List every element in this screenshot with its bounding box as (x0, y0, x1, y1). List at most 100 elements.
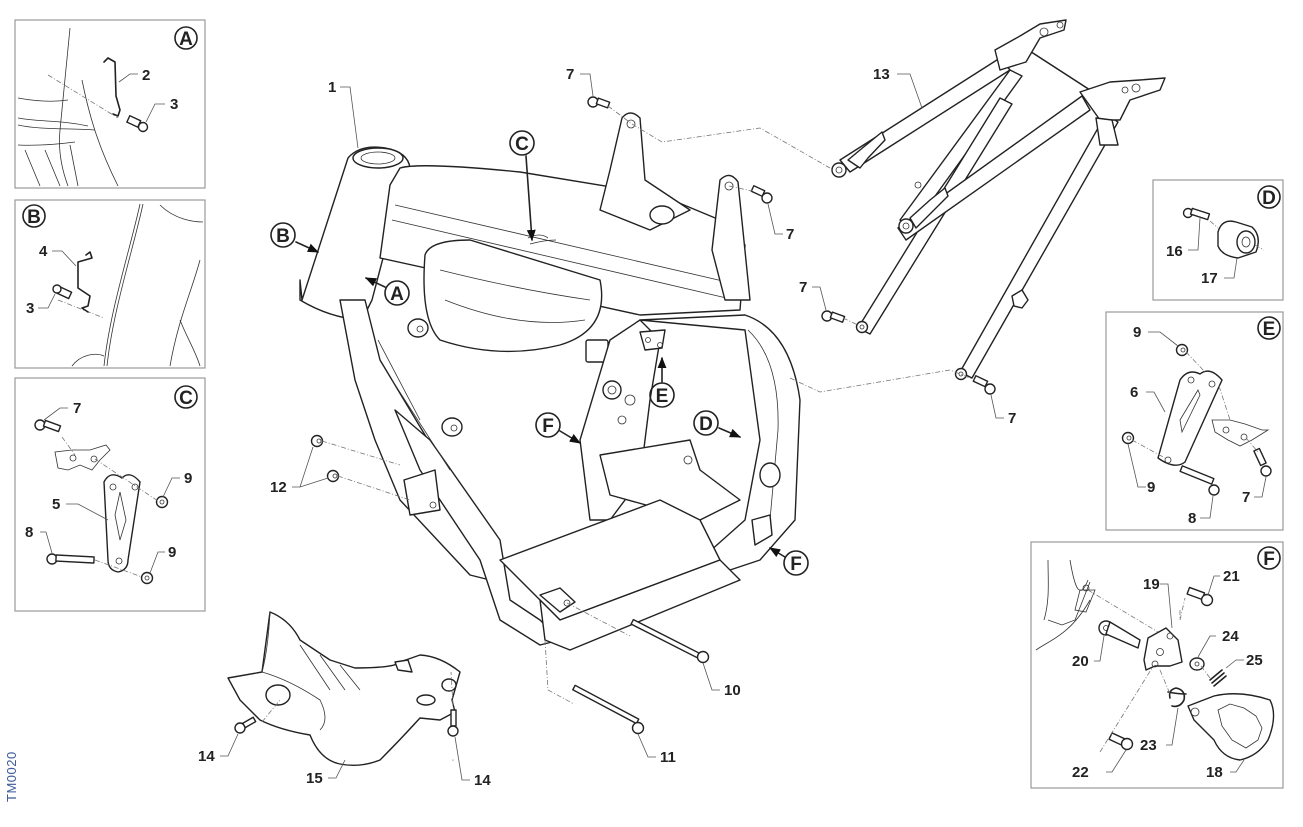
panel-letter: B (27, 207, 41, 228)
part-label-7: 7 (73, 400, 81, 417)
panel-letter: D (1262, 188, 1276, 209)
bolt-7 (34, 419, 62, 433)
part-label-12: 12 (270, 479, 287, 496)
bolt-8 (46, 553, 95, 565)
detail-panel-d: D 16 17 (1152, 179, 1284, 301)
bolt-11 (572, 684, 645, 735)
part-label-24: 24 (1222, 628, 1239, 645)
part-label-7: 7 (1008, 410, 1016, 427)
part-label-10: 10 (724, 682, 741, 699)
assembly-lines (261, 105, 976, 723)
washer-24 (1189, 657, 1205, 671)
part-label-8: 8 (25, 524, 33, 541)
bolt-7 (1253, 447, 1272, 477)
nut-9 (140, 571, 154, 585)
bolt-7-left (821, 310, 846, 323)
footpeg-bracket-19 (1143, 627, 1183, 671)
part-label-7: 7 (566, 66, 574, 83)
detail-panel-f: F 21 19 20 24 25 23 22 18 (1030, 541, 1284, 789)
part-label-20: 20 (1072, 653, 1089, 670)
part-label-14: 14 (474, 772, 491, 789)
part-label-18: 18 (1206, 764, 1223, 781)
part-label-2: 2 (142, 67, 150, 84)
bolt-21 (1186, 586, 1214, 607)
panel-letter: F (1263, 549, 1275, 570)
pin-20 (1098, 620, 1141, 649)
detail-panel-a: A 2 3 (14, 19, 206, 189)
bolt-10 (630, 618, 710, 664)
part-label-9: 9 (184, 470, 192, 487)
callout-f-right: F (769, 547, 809, 576)
panel-letter-circle (1257, 546, 1281, 570)
engine-boss (441, 417, 463, 437)
detail-panel-b: B 4 3 (14, 199, 206, 369)
part-label-23: 23 (1140, 737, 1157, 754)
frame-sketch (17, 27, 119, 187)
bolt-7-top (587, 96, 611, 109)
nut-12a (310, 434, 324, 448)
part-label-17: 17 (1201, 270, 1218, 287)
part-label-5: 5 (52, 496, 60, 513)
nut-9 (1121, 431, 1135, 445)
wire-clip-4 (77, 251, 93, 313)
callout-c: C (509, 130, 536, 242)
engine-mount-5 (103, 474, 141, 573)
callout-letter: F (542, 416, 554, 437)
panel-letter-circle (1257, 316, 1281, 340)
part-label-9: 9 (1147, 479, 1155, 496)
part-label-9: 9 (168, 544, 176, 561)
panel-letter: E (1263, 319, 1276, 340)
bolt-16 (1182, 207, 1211, 221)
engine-mount-6 (1157, 370, 1223, 466)
panel-letter-circle (174, 26, 198, 50)
main-labels: 1 7 7 7 7 10 11 12 13 14 14 15 (198, 66, 1016, 789)
part-label-4: 4 (39, 243, 48, 260)
callout-b: B (270, 222, 320, 253)
panel-letter-circle (1257, 185, 1281, 209)
panel-letter: A (179, 29, 193, 50)
bolt-8 (1179, 465, 1220, 496)
callout-d: D (693, 410, 742, 438)
panel-letter-circle (174, 385, 198, 409)
part-label-21: 21 (1223, 568, 1240, 585)
bolt-7-mid (750, 185, 773, 204)
bolt-22 (1108, 732, 1134, 751)
bolt-14-left (234, 716, 257, 734)
skid-plate-15 (227, 611, 461, 767)
frame-bracket-sketch (1211, 419, 1270, 447)
part-label-1: 1 (328, 79, 336, 96)
bolt-7-right (972, 375, 996, 395)
spacer-bushing-17 (1217, 220, 1259, 259)
part-label-8: 8 (1188, 510, 1196, 527)
callout-letter: A (390, 284, 404, 305)
part-label-13: 13 (873, 66, 890, 83)
engine-boss (407, 318, 429, 338)
part-label-15: 15 (306, 770, 323, 787)
callout-a: A (364, 277, 410, 306)
part-label-3: 3 (26, 300, 34, 317)
callout-letter: C (515, 134, 529, 155)
part-label-22: 22 (1072, 764, 1089, 781)
screw-3 (52, 284, 73, 300)
frame-sketch (57, 203, 204, 367)
part-label-16: 16 (1166, 243, 1183, 260)
part-label-7: 7 (1242, 489, 1250, 506)
mount-eye (898, 218, 914, 234)
part-label-11: 11 (660, 749, 676, 766)
frame-bracket-sketch (54, 444, 111, 471)
main-frame-1 (299, 112, 801, 651)
part-label-7: 7 (799, 279, 807, 296)
panel-letter-circle (22, 204, 46, 228)
detail-panel-e: E 9 6 9 8 7 (1105, 311, 1284, 531)
frame-sketch (1035, 559, 1096, 651)
screw-3 (126, 115, 149, 133)
nut-12b (326, 469, 340, 483)
detail-panel-c: C 7 9 5 8 9 (14, 377, 206, 612)
figure-code: TM0020 (4, 751, 19, 802)
part-label-6: 6 (1130, 384, 1138, 401)
part-label-9: 9 (1133, 324, 1141, 341)
nut-9 (1175, 343, 1189, 357)
panel-letter: C (179, 388, 193, 409)
callout-letter: B (276, 226, 290, 247)
